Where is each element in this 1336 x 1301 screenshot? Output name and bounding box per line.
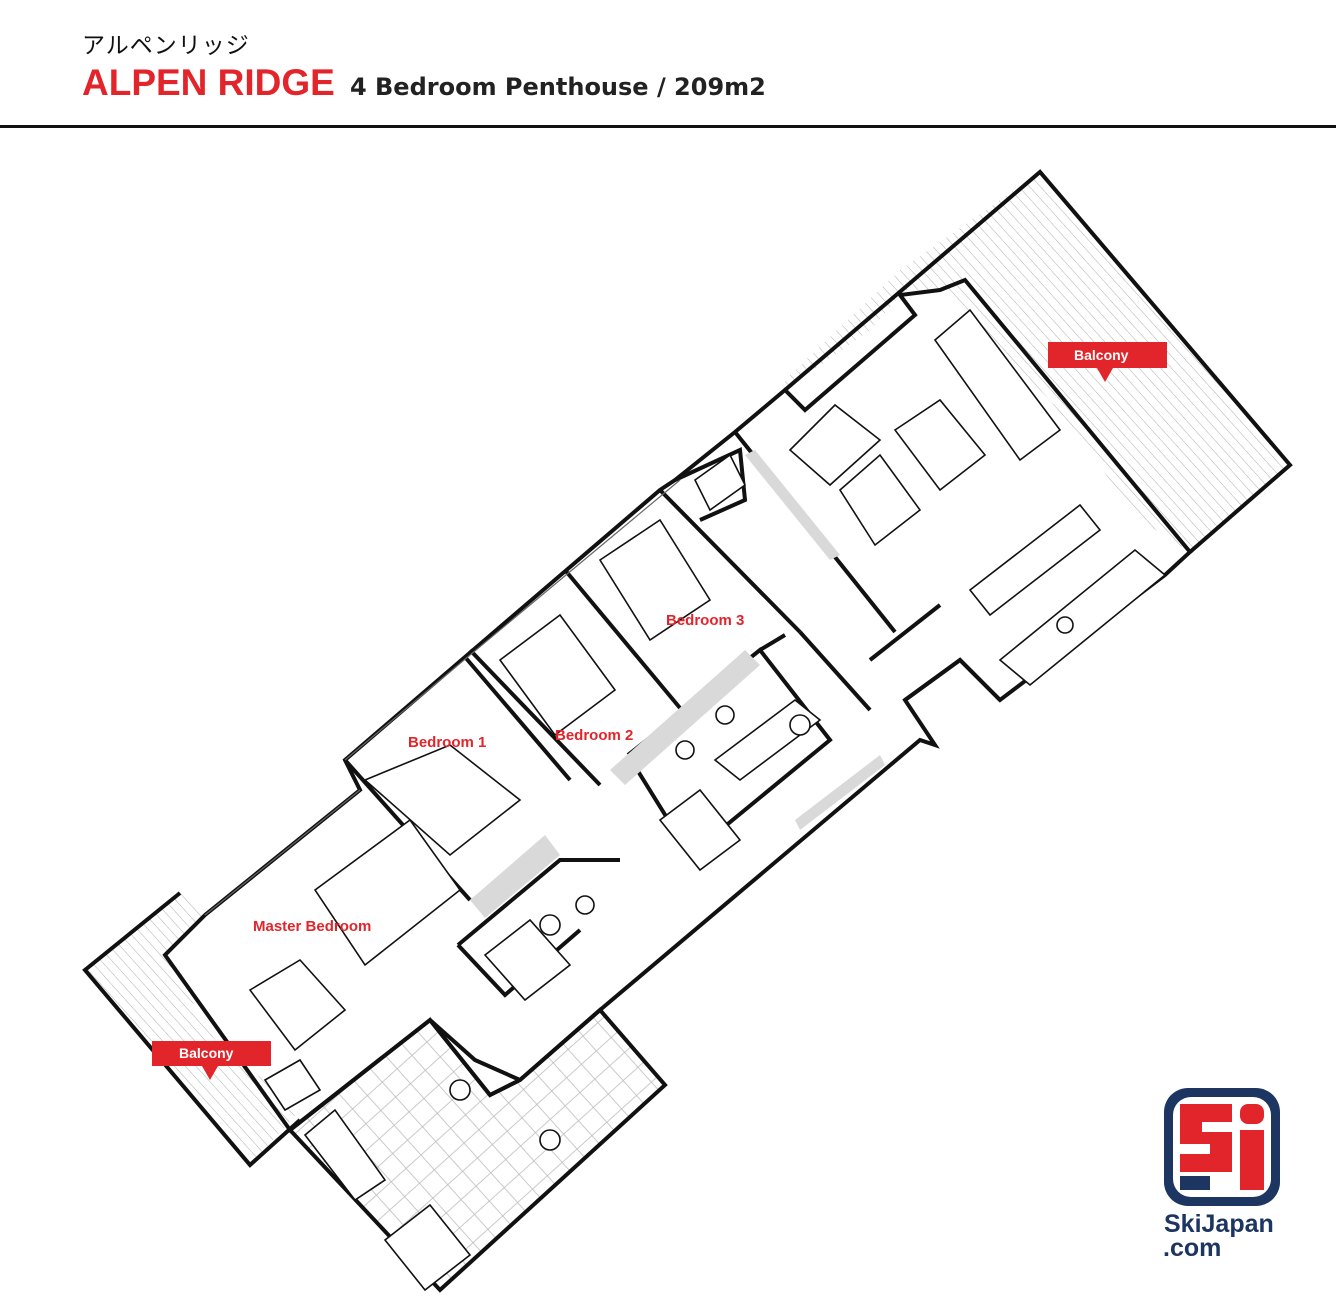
- room-label-master: Master Bedroom: [253, 918, 371, 935]
- furniture: [248, 308, 1167, 1292]
- wardrobe-shading: [470, 450, 885, 918]
- japanese-title: アルペンリッジ: [82, 33, 250, 59]
- lower-balcony-deck: [85, 893, 300, 1165]
- upper-balcony-rail: [783, 169, 1293, 554]
- skijapan-logo: SkiJapan .com: [1163, 1088, 1280, 1262]
- balcony-tag-lower-text: Balcony: [179, 1045, 234, 1061]
- subtitle: 4 Bedroom Penthouse / 209m2: [349, 73, 766, 101]
- lower-balcony-rail: [82, 891, 302, 1168]
- balcony-tag-upper: Balcony: [1048, 342, 1167, 382]
- building-outline: [162, 277, 1193, 1133]
- upper-balcony-deck: [785, 172, 1290, 552]
- room-label-bedroom1: Bedroom 1: [408, 734, 486, 751]
- logo-text-line2: .com: [1163, 1234, 1221, 1262]
- balcony-tag-lower: Balcony: [152, 1041, 271, 1080]
- room-label-bedroom2: Bedroom 2: [555, 727, 633, 744]
- room-label-bedroom3: Bedroom 3: [666, 612, 744, 629]
- logo-text-line1: SkiJapan: [1164, 1210, 1274, 1238]
- title-line: ALPEN RIDGE 4 Bedroom Penthouse / 209m2: [82, 62, 766, 104]
- brand-title: ALPEN RIDGE: [82, 62, 335, 103]
- partition-lines: [204, 479, 681, 916]
- header-divider: [0, 125, 1336, 128]
- balcony-tag-upper-text: Balcony: [1074, 347, 1129, 363]
